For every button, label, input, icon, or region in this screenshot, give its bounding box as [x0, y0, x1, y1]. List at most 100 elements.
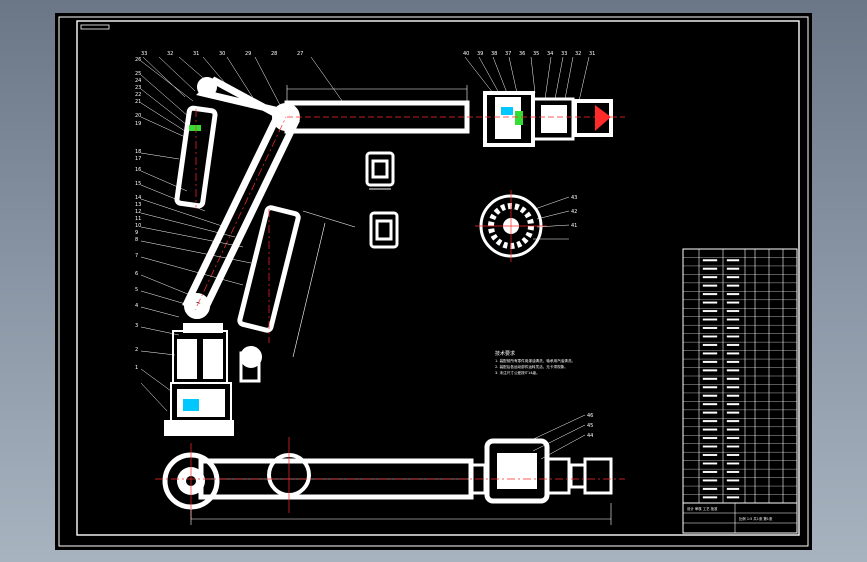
part-number-label: 32: [575, 51, 581, 57]
part-number-label: 26: [135, 57, 141, 63]
leader-lines-left: [140, 60, 252, 412]
part-number-label: 3: [135, 323, 138, 329]
part-number-label: 14: [135, 195, 141, 201]
bom-row-text: [702, 462, 718, 465]
bom-row-text: [726, 394, 740, 397]
bom-row-text: [726, 428, 740, 431]
bom-rows: [683, 257, 797, 499]
bom-row-text: [726, 318, 740, 321]
bom-row-text: [726, 293, 740, 296]
part-number-label: 13: [135, 202, 141, 208]
bom-row-text: [702, 428, 718, 431]
technical-requirements: 技术要求 1. 装配前所有零件用煤油清洗，轴承用汽油清洗。 2. 装配后各运动部…: [495, 350, 575, 375]
bom-row-text: [702, 411, 718, 414]
detail-view-a: [365, 151, 395, 190]
bom-row-text: [726, 420, 740, 423]
bom-row-text: [726, 360, 740, 363]
bom-row-text: [702, 352, 718, 355]
corner-mark: [80, 24, 110, 30]
part-number-label: 24: [135, 78, 141, 84]
bom-row-text: [702, 479, 718, 482]
title-block-text: 设计 审核 工艺 批准 比例 1:5 共1张 第1张: [687, 506, 773, 521]
bom-row-text: [702, 496, 718, 499]
part-number-label: 23: [135, 85, 141, 91]
part-number-label: 30: [219, 51, 225, 57]
bom-row-text: [702, 267, 718, 270]
part-number-label: 11: [135, 216, 141, 222]
part-number-label: 22: [135, 92, 141, 98]
part-number-label: 15: [135, 181, 141, 187]
bom-row-text: [726, 496, 740, 499]
bom-row-text: [702, 284, 718, 287]
bom-row-text: [726, 487, 740, 490]
part-number-label: 16: [135, 167, 141, 173]
bom-row-text: [726, 352, 740, 355]
part-number-label: 40: [463, 51, 469, 57]
part-number-label: 27: [297, 51, 303, 57]
bom-row-text: [726, 327, 740, 329]
bom-row-text: [702, 470, 718, 473]
bom-row-text: [702, 343, 718, 346]
bom-row-text: [702, 420, 718, 423]
bom-row-text: [702, 318, 718, 321]
bom-row-text: [726, 310, 740, 313]
part-number-label: 43: [571, 195, 577, 201]
assembly-drawing: 2625242322212019181716151413121110987654…: [58, 16, 809, 547]
bom-row-text: [702, 454, 718, 456]
title-block: [682, 248, 798, 534]
part-number-label: 2: [135, 347, 138, 353]
gripper-jaws: [573, 99, 613, 137]
part-number-label: 31: [193, 51, 199, 57]
bom-row-text: [726, 284, 740, 287]
part-number-label: 41: [571, 223, 577, 229]
part-number-label: 29: [245, 51, 251, 57]
bom-row-text: [726, 454, 740, 456]
part-number-label: 33: [561, 51, 567, 57]
part-number-label: 9: [135, 230, 138, 236]
bom-row-text: [702, 377, 718, 380]
part-number-label: 28: [271, 51, 277, 57]
part-number-label: 39: [477, 51, 483, 57]
bom-row-text: [702, 386, 718, 389]
bom-row-text: [726, 369, 740, 372]
bom-row-text: [726, 386, 740, 389]
inner-border: [76, 20, 800, 536]
bom-row-text: [702, 437, 718, 440]
part-number-label: 44: [587, 433, 593, 439]
part-number-label: 46: [587, 413, 593, 419]
robot-arm-front-view: [164, 76, 625, 436]
part-number-label: 18: [135, 149, 141, 155]
bom-row-text: [702, 310, 718, 313]
bom-row-text: [702, 487, 718, 490]
bom-row-text: [726, 462, 740, 465]
tech-req-line-2: 2. 装配后各运动部件运转灵活，无卡滞现象。: [495, 364, 568, 369]
center-lines: [195, 109, 287, 343]
bom-row-text: [726, 479, 740, 482]
part-number-label: 7: [135, 253, 138, 259]
robot-arm-top-view: [155, 414, 625, 525]
scale-row: 比例 1:5 共1张 第1张: [739, 516, 773, 521]
outer-border: [58, 16, 809, 547]
bom-row-text: [702, 335, 718, 338]
part-number-label: 5: [135, 287, 138, 293]
section-view-circle: [475, 190, 570, 262]
part-number-label: 42: [571, 209, 577, 215]
lower-cylinder: [237, 205, 301, 333]
bom-row-text: [726, 335, 740, 338]
tech-req-line-1: 1. 装配前所有零件用煤油清洗，轴承用汽油清洗。: [495, 358, 575, 363]
part-number-label: 36: [519, 51, 525, 57]
part-number-label: 35: [533, 51, 539, 57]
part-number-label: 17: [135, 156, 141, 162]
part-number-label: 19: [135, 121, 141, 127]
bom-row-text: [702, 276, 718, 279]
part-number-label: 32: [167, 51, 173, 57]
part-number-label: 37: [505, 51, 511, 57]
bom-row-text: [726, 259, 740, 262]
part-number-label: 1: [135, 365, 138, 371]
part-number-label: 33: [141, 51, 147, 57]
bom-row-text: [726, 377, 740, 380]
bom-row-text: [726, 301, 740, 304]
